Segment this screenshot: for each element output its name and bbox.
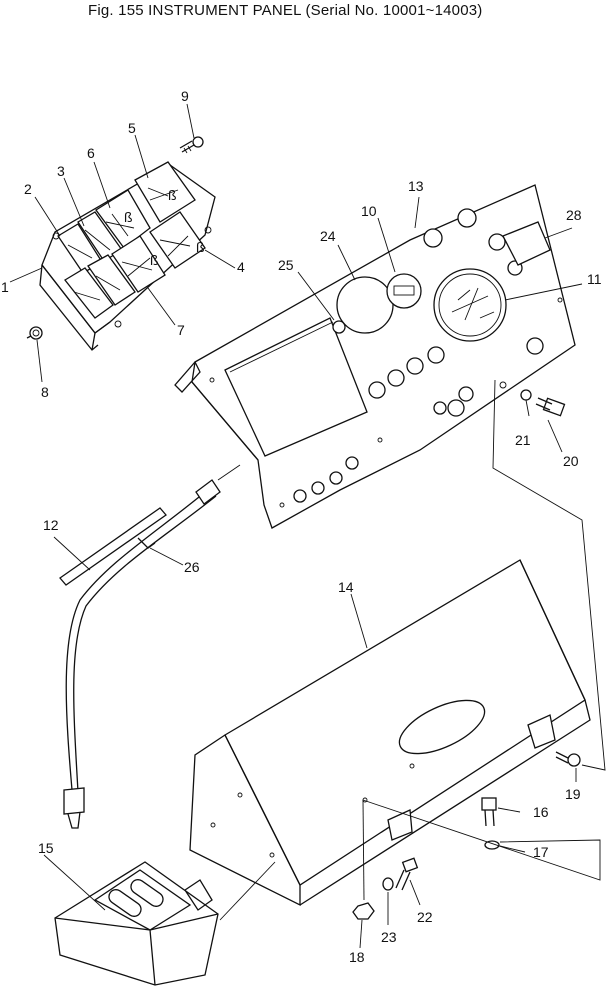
callout-22: 22	[417, 909, 433, 925]
tachometer-11	[433, 268, 507, 342]
hour-meter-10	[386, 273, 422, 309]
gauge-symbol: ß	[168, 187, 177, 203]
leader-lines	[9, 103, 606, 949]
callout-28: 28	[566, 207, 582, 223]
callout-10: 10	[361, 203, 377, 219]
callout-4: 4	[237, 259, 245, 275]
callout-21: 21	[515, 432, 531, 448]
bolt-16	[481, 797, 500, 850]
gauge-opening-24	[336, 276, 394, 334]
callout-23: 23	[381, 929, 397, 945]
callout-labels: 1 2 3 4 5 6 7 8 9 10 11 12 13 14 15 16 1…	[1, 88, 602, 965]
panel-window	[224, 317, 368, 457]
washer-17	[484, 840, 500, 850]
callout-8: 8	[41, 384, 49, 400]
callout-3: 3	[57, 163, 65, 179]
gauge-symbol: ß	[196, 239, 205, 255]
callout-5: 5	[128, 120, 136, 136]
gauge-window-1	[64, 267, 114, 319]
screw-9	[179, 136, 204, 154]
bolt-22	[352, 857, 419, 920]
switch-box-15	[54, 861, 219, 986]
callout-11: 11	[587, 271, 602, 287]
callout-7: 7	[177, 322, 185, 338]
gauge-window-6	[95, 189, 151, 249]
washer-23	[382, 877, 394, 891]
gauge-symbol: ß	[124, 209, 133, 225]
plate-28	[502, 221, 551, 266]
callout-15: 15	[38, 840, 54, 856]
callout-9: 9	[181, 88, 189, 104]
callout-1: 1	[1, 279, 9, 295]
lower-cover-14	[189, 559, 591, 907]
bolt-19	[555, 751, 581, 767]
callout-2: 2	[24, 181, 32, 197]
callout-19: 19	[565, 786, 581, 802]
bolt-20	[499, 381, 566, 417]
callout-13: 13	[408, 178, 424, 194]
callout-20: 20	[563, 453, 579, 469]
speedometer-cable-12	[59, 479, 221, 829]
gauge-window-5	[134, 161, 196, 223]
callout-26: 26	[184, 559, 200, 575]
callout-6: 6	[87, 145, 95, 161]
callout-12: 12	[43, 517, 59, 533]
gauge-window-4	[149, 211, 206, 269]
gauge-window-7	[111, 235, 166, 293]
instrument-panel	[174, 184, 576, 529]
callout-25: 25	[278, 257, 294, 273]
callout-14: 14	[338, 579, 354, 595]
callout-17: 17	[533, 844, 549, 860]
cover-opening	[398, 699, 486, 755]
figure-title: Fig. 155 INSTRUMENT PANEL (Serial No. 10…	[88, 2, 483, 19]
nut-18	[352, 902, 375, 920]
gauge-symbol: ß	[150, 252, 159, 268]
callout-16: 16	[533, 804, 549, 820]
bulb-8	[26, 326, 43, 340]
washer-21	[520, 389, 532, 401]
clamp-26	[59, 507, 167, 586]
callout-18: 18	[349, 949, 365, 965]
callout-24: 24	[320, 228, 336, 244]
gauge-cluster: ß ß ß ß	[39, 161, 216, 351]
